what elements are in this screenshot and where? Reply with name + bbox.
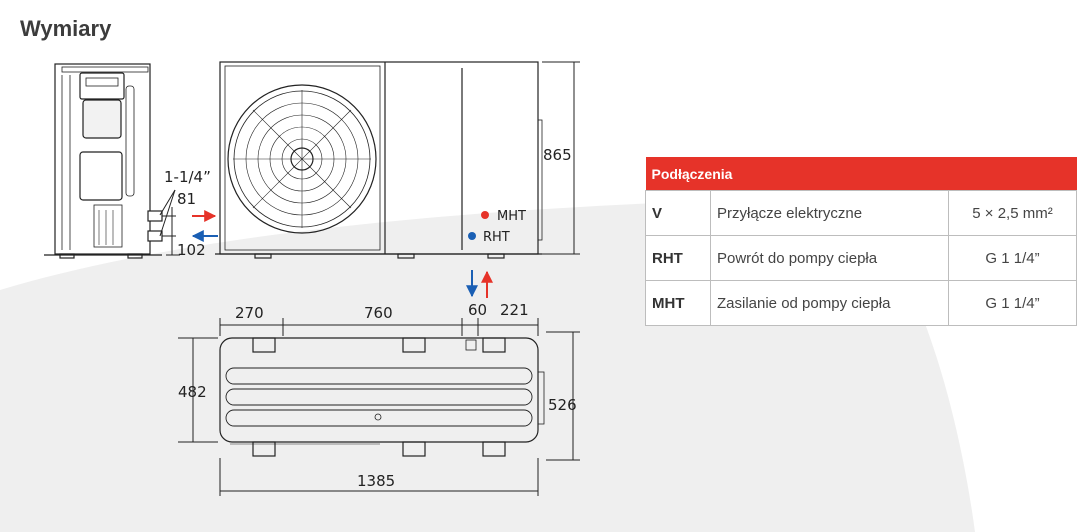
legend-mht: MHT	[497, 209, 526, 224]
rht-dot	[468, 232, 476, 240]
connection-code: MHT	[645, 280, 711, 326]
connection-value: G 1 1/4”	[948, 280, 1077, 326]
dimension-1385: 1385	[357, 472, 395, 490]
connection-code: RHT	[645, 235, 711, 281]
dimension-482: 482	[178, 383, 207, 401]
connection-value: G 1 1/4”	[948, 235, 1077, 281]
dimension-865: 865	[543, 146, 572, 164]
dimension-60: 60	[468, 301, 487, 319]
dimension-270: 270	[235, 304, 264, 322]
connection-description: Powrót do pompy ciepła	[710, 235, 949, 281]
table-row: V Przyłącze elektryczne 5 × 2,5 mm²	[645, 190, 1077, 236]
front-view	[215, 61, 543, 259]
page-title: Wymiary	[20, 16, 112, 41]
side-view	[44, 63, 163, 259]
dimension-526: 526	[548, 396, 577, 414]
connections-table: Podłączenia V Przyłącze elektryczne 5 × …	[645, 157, 1077, 326]
connection-description: Zasilanie od pompy ciepła	[710, 280, 949, 326]
connections-header: Podłączenia	[645, 157, 1077, 191]
dimension-221: 221	[500, 301, 529, 319]
connection-description: Przyłącze elektryczne	[710, 190, 949, 236]
table-row: MHT Zasilanie od pompy ciepła G 1 1/4”	[645, 280, 1077, 326]
dimension-81: 81	[177, 190, 196, 208]
dimension-102: 102	[177, 241, 206, 259]
table-row: RHT Powrót do pompy ciepła G 1 1/4”	[645, 235, 1077, 281]
top-view	[219, 337, 545, 457]
pipe-size-label: 1-1/4”	[164, 168, 211, 186]
connection-code: V	[645, 190, 711, 236]
connection-value: 5 × 2,5 mm²	[948, 190, 1077, 236]
dimension-760: 760	[364, 304, 393, 322]
legend-rht: RHT	[483, 230, 510, 245]
mht-dot	[481, 211, 489, 219]
